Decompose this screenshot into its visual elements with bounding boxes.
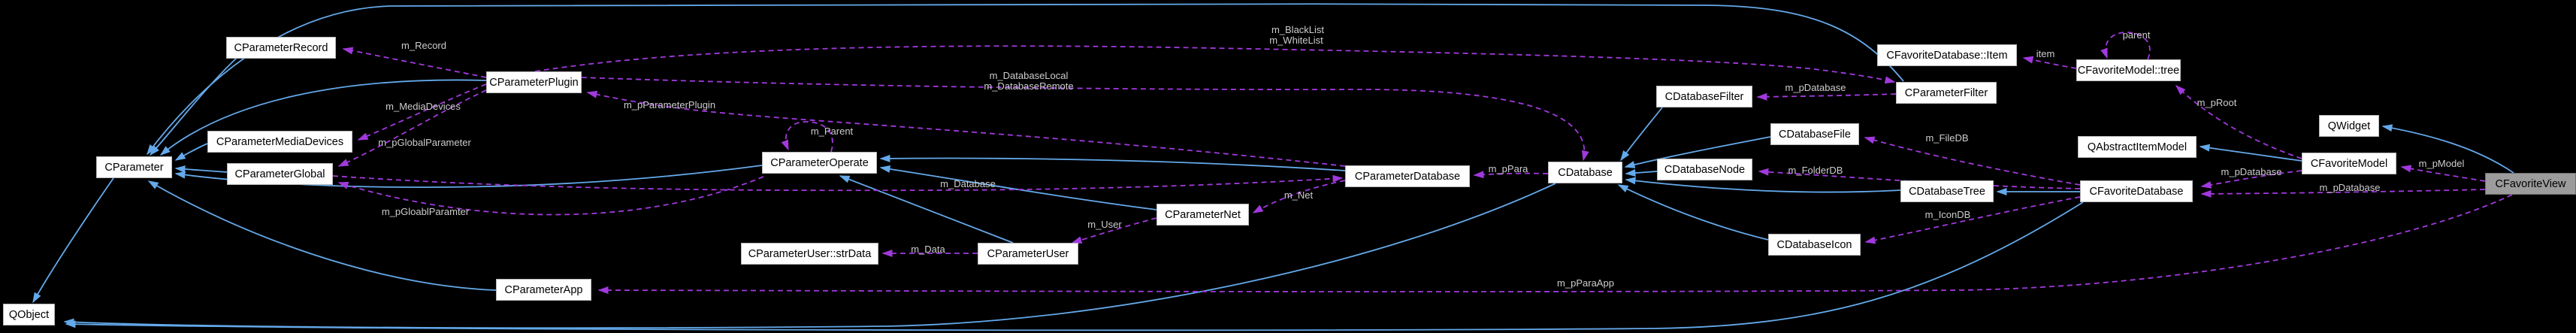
edge-usage-m-blackwhitelist xyxy=(534,45,1896,84)
edge-label-m-databaseremote: m_DatabaseRemote xyxy=(984,80,1073,92)
class-box-cdatabasetree[interactable]: CDatabaseTree xyxy=(1900,180,1994,202)
class-box-cparametermediadevices[interactable]: CParameterMediaDevices xyxy=(207,131,352,153)
class-box-cparameternet[interactable]: CParameterNet xyxy=(1156,204,1249,226)
edge-label-m-folderdb: m_FolderDB xyxy=(1788,165,1843,176)
edge-usage-m-parent-loop xyxy=(781,121,833,153)
edge-label-m-parent: m_Parent xyxy=(811,126,854,137)
edge-label-m-pmodel: m_pModel xyxy=(2419,158,2465,169)
class-box-cdatabasefilter[interactable]: CDatabaseFilter xyxy=(1656,86,1752,107)
edge-inherit-dbfilter-database xyxy=(1620,107,1663,162)
class-box-cfavoritemodeltree[interactable]: CFavoriteModel::tree xyxy=(2076,59,2181,81)
class-box-cparameterfilter[interactable]: CParameterFilter xyxy=(1896,82,1997,104)
edge-label-m-pparaapp: m_pParaApp xyxy=(1557,277,1614,289)
edge-usage-m-pparameterplugin xyxy=(586,90,1346,167)
edge-label-m-proot: m_pRoot xyxy=(2197,97,2237,108)
edge-usage-m-pdatabase-model xyxy=(2200,170,2302,189)
edge-label-m-data: m_Data xyxy=(911,244,945,255)
edge-label-m-pdatabase-filter: m_pDatabase xyxy=(1785,82,1846,93)
edge-label-m-whitelist: m_WhiteList xyxy=(1269,35,1323,46)
class-box-qabstractitemmodel[interactable]: QAbstractItemModel xyxy=(2078,136,2197,158)
class-box-cparameteruserstrdata[interactable]: CParameterUser::strData xyxy=(741,243,878,265)
edge-label-m-pdatabase-model: m_pDatabase xyxy=(2221,166,2282,177)
edge-label-m-filedb: m_FileDB xyxy=(1925,132,1968,144)
class-box-cparameteruser[interactable]: CParameterUser xyxy=(978,243,1078,265)
class-box-cdatabasenode[interactable]: CDatabaseNode xyxy=(1657,159,1752,180)
edge-usage-m-icondb xyxy=(1864,196,2081,244)
edge-usage-m-pparaapp xyxy=(597,194,2513,295)
class-box-cdatabaseicon[interactable]: CDatabaseIcon xyxy=(1768,234,1861,256)
edge-usage-m-databaselocal-remote xyxy=(581,77,1589,162)
edge-inherit-plugin-parameter xyxy=(159,79,487,156)
edge-inherit-paramuser-operate xyxy=(839,175,1014,244)
edge-inherit-app-parameter xyxy=(147,180,497,291)
edge-inherit-dbicon-database xyxy=(1617,184,1769,241)
edge-usage-parent-loop xyxy=(2100,32,2151,60)
edge-label-m-record: m_Record xyxy=(401,40,446,51)
edge-label-item: item xyxy=(2036,48,2055,59)
edge-inherit-mediadevices-parameter xyxy=(174,143,208,161)
edge-label-m-pparameterplugin: m_pParameterPlugin xyxy=(624,99,715,110)
edge-usage-m-filedb xyxy=(1864,136,2081,186)
edge-usage-m-record xyxy=(342,47,487,78)
class-box-cdatabasefile[interactable]: CDatabaseFile xyxy=(1770,123,1859,145)
class-box-cparameterapp[interactable]: CParameterApp xyxy=(496,279,591,301)
class-box-qwidget[interactable]: QWidget xyxy=(2319,115,2379,137)
class-box-cparameterrecord[interactable]: CParameterRecord xyxy=(226,37,336,59)
edge-inherit-paramnet-operate xyxy=(879,165,1157,210)
class-box-cparameter[interactable]: CParameter xyxy=(96,156,172,178)
edge-usage-m-pglobalparameter xyxy=(337,89,487,167)
edge-usage-m-database xyxy=(332,174,1344,192)
edge-label-m-icondb: m_IconDB xyxy=(1925,209,1971,220)
edge-label-m-blacklist: m_BlackList xyxy=(1271,24,1324,35)
edge-inherit-paramdatabase-operate xyxy=(879,154,1346,171)
class-box-cparameteroperate[interactable]: CParameterOperate xyxy=(762,152,877,174)
edge-label-m-database: m_Database xyxy=(940,178,996,189)
edge-usage-m-proot xyxy=(2175,84,2302,159)
edge-label-parent: parent xyxy=(2123,29,2151,41)
edge-inherit-dbfile-database xyxy=(1624,136,1771,168)
class-box-qobject[interactable]: QObject xyxy=(3,304,55,325)
class-box-cfavoriteview[interactable]: CFavoriteView xyxy=(2485,173,2576,195)
edge-usage-m-pdatabase-filter xyxy=(1756,92,1897,101)
edge-usage-m-pmodel xyxy=(2400,165,2486,182)
class-box-cfavoritedatabaseitem[interactable]: CFavoriteDatabase::Item xyxy=(1877,44,2017,66)
edge-usage-m-net xyxy=(1252,180,1346,213)
edge-label-m-pglobalparameter: m_pGlobalParameter xyxy=(378,137,471,148)
edge-usage-m-pgloablparamter xyxy=(337,176,764,216)
edge-inherit-record-parameter xyxy=(149,57,237,156)
edge-inherit-favoritemodel-qaim xyxy=(2199,144,2302,162)
edge-inherit-parameter-qobject xyxy=(32,177,114,304)
edge-label-m-databaselocal: m_DatabaseLocal xyxy=(990,70,1069,81)
edge-label-m-pdatabase-view: m_pDatabase xyxy=(2320,182,2381,193)
class-box-cdatabase[interactable]: CDatabase xyxy=(1548,162,1622,183)
class-box-cparameterglobal[interactable]: CParameterGlobal xyxy=(227,163,333,185)
edge-usage-m-ppara xyxy=(1473,171,1549,179)
edge-label-m-pgloablparamter: m_pGloablParamter xyxy=(382,206,470,217)
class-box-cparameterdatabase[interactable]: CParameterDatabase xyxy=(1345,165,1470,187)
edge-inherit-favoriteview-qwidget xyxy=(2381,124,2514,174)
class-box-cfavoritedatabase[interactable]: CFavoriteDatabase xyxy=(2080,180,2193,202)
edge-usage-m-user xyxy=(1071,217,1157,244)
edge-usage-m-mediadevices xyxy=(357,83,487,141)
class-box-cparameterplugin[interactable]: CParameterPlugin xyxy=(486,71,582,93)
edge-usage-item xyxy=(2022,56,2077,69)
edge-usage-m-pdatabase-view xyxy=(2200,189,2486,198)
edge-inherit-dbnode-database xyxy=(1625,168,1658,177)
edge-inherit-dbtree-database xyxy=(1625,177,1901,193)
edge-inherit-favoritedatabase-qobject xyxy=(65,201,2084,331)
edge-label-m-mediadevices: m_MediaDevices xyxy=(385,101,461,112)
edge-label-m-user: m_User xyxy=(1087,219,1122,230)
edge-label-m-net: m_Net xyxy=(1284,189,1314,201)
edge-label-m-ppara: m_pPara xyxy=(1489,163,1529,174)
class-box-cfavoritemodel[interactable]: CFavoriteModel xyxy=(2302,153,2396,174)
edge-inherit-global-parameter xyxy=(174,165,228,174)
